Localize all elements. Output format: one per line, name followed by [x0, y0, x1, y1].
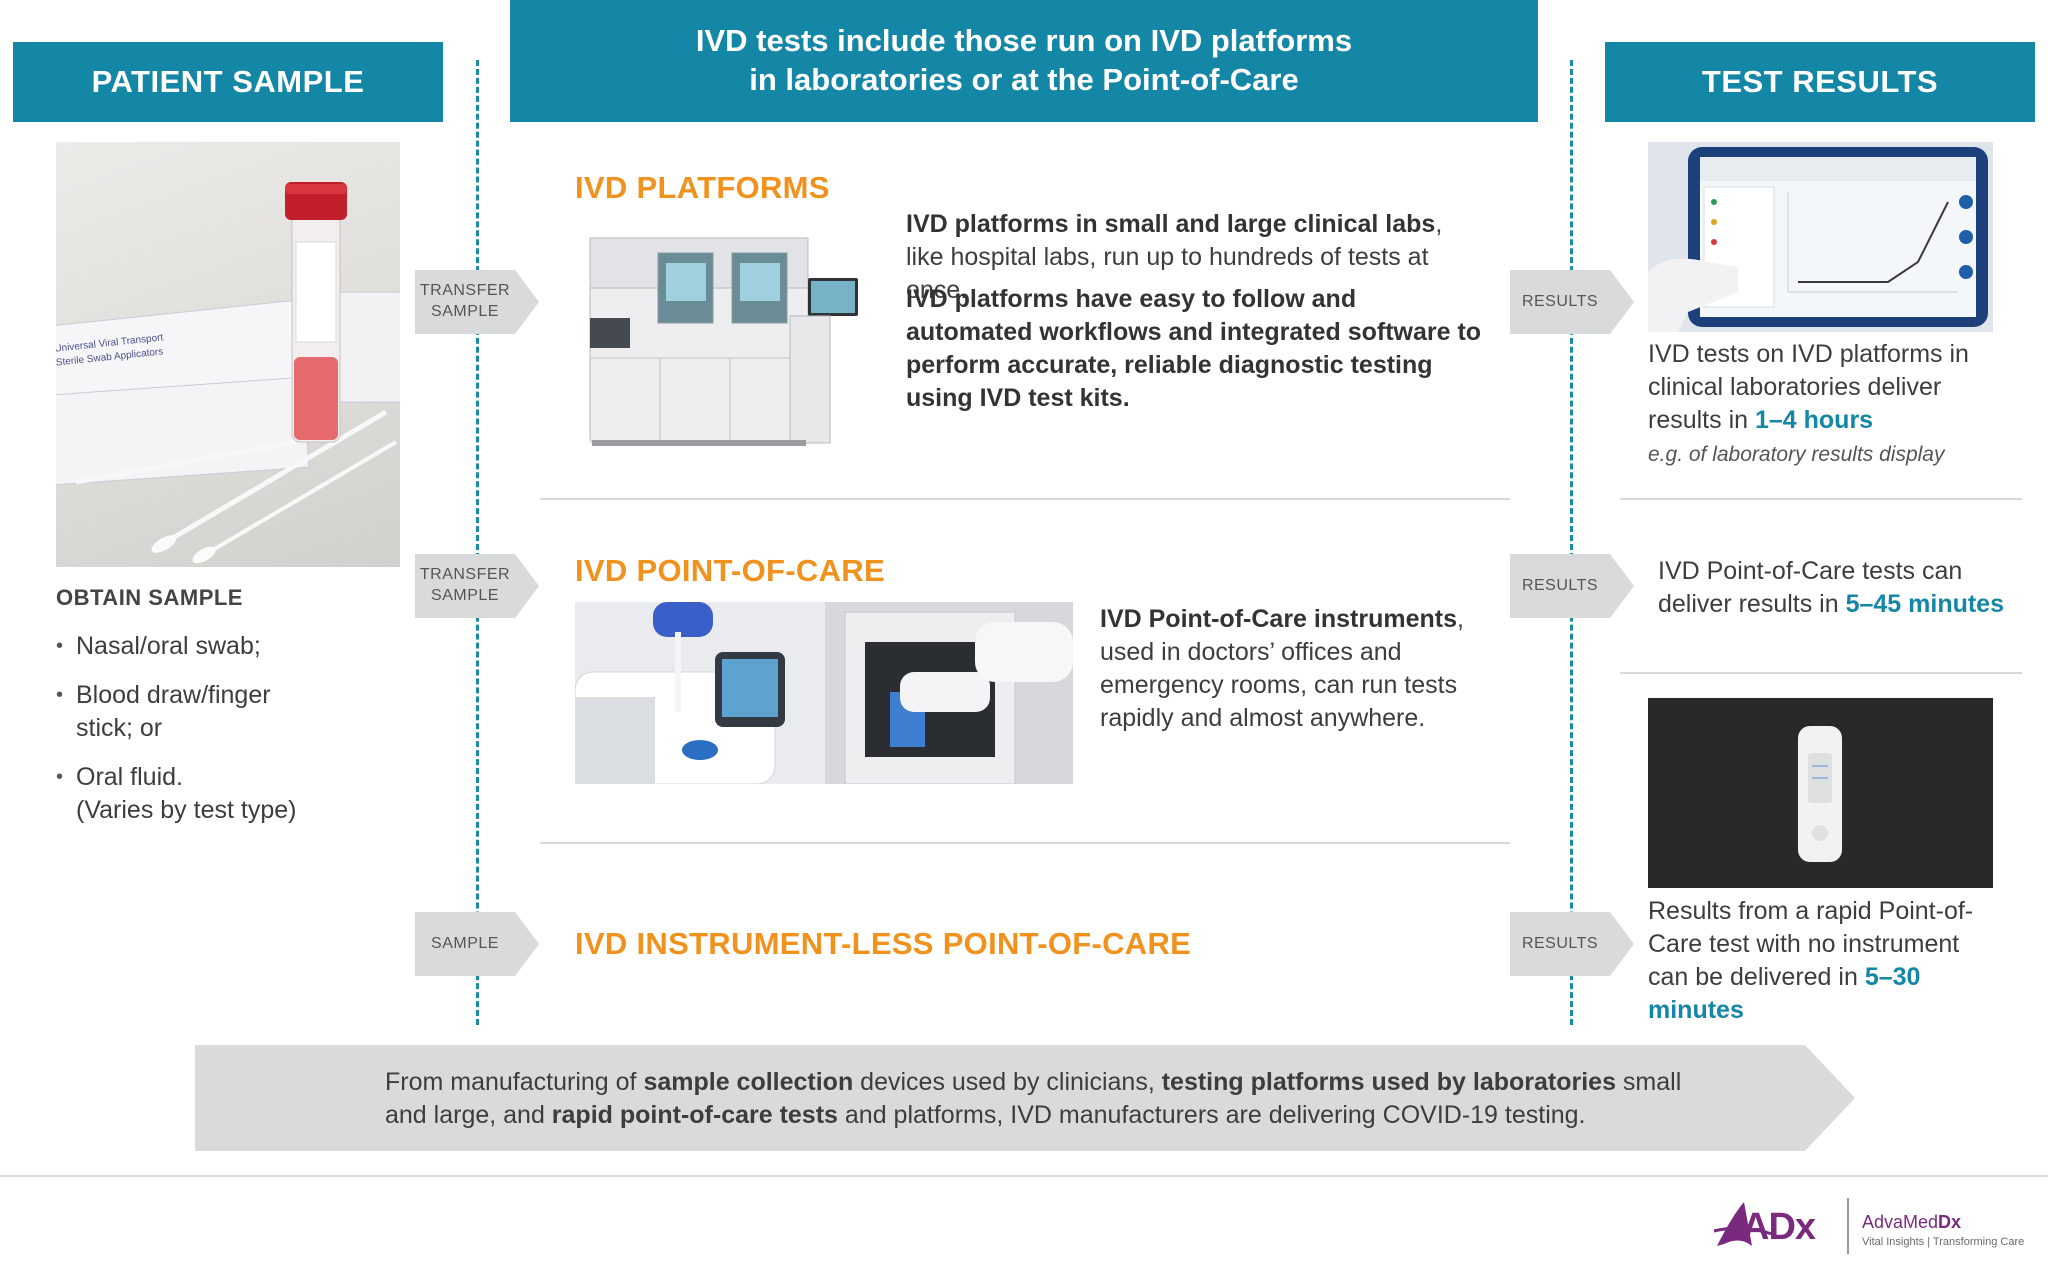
poc-instrument-photo-1	[575, 602, 825, 784]
poc-analyzer-illustration	[575, 602, 825, 784]
right-divider-2	[1620, 672, 2022, 674]
result-1-highlight: 1–4 hours	[1754, 406, 1874, 434]
list-item: Oral fluid. (Varies by test type)	[56, 761, 356, 827]
center-header-line-2: in laboratories or at the Point-of-Care	[749, 62, 1299, 97]
ivd-platforms-title: IVD PLATFORMS	[575, 170, 830, 205]
platforms-description-2: IVD platforms have easy to follow and au…	[906, 283, 1486, 415]
logo-tagline: Vital Insights | Transforming Care	[1862, 1236, 2025, 1248]
list-item: Nasal/oral swab;	[56, 630, 356, 663]
poc-cartridge-illustration	[825, 602, 1073, 784]
result-3-highlight: 5–30 minutes	[1648, 963, 1921, 1024]
banner-text-bold: testing platforms used by laboratories	[1161, 1068, 1616, 1096]
lab-platform-photo	[580, 218, 870, 450]
transfer-sample-tag-2: TRANSFER SAMPLE	[415, 554, 539, 618]
footer-divider	[0, 1175, 2048, 1177]
test-results-header-text: TEST RESULTS	[1701, 63, 1939, 99]
sample-kit-illustration: Universal Viral Transport Sterile Swab A…	[56, 182, 400, 564]
rapid-test-cassette-illustration	[1648, 698, 1993, 888]
results-tag-2: RESULTS	[1510, 554, 1634, 618]
tablet-display-illustration	[1648, 142, 1993, 332]
list-item-text: Nasal/oral swab;	[76, 632, 261, 660]
ivd-instrument-less-title: IVD INSTRUMENT-LESS POINT-OF-CARE	[575, 926, 1192, 961]
banner-text-part: devices used by clinicians,	[853, 1068, 1162, 1096]
list-item-text: (Varies by test type)	[76, 796, 297, 824]
banner-text-bold: sample collection	[643, 1068, 854, 1096]
lab-results-display-photo	[1648, 142, 1993, 332]
list-item: Blood draw/finger stick; or	[56, 679, 316, 745]
results-tag-3: RESULTS	[1510, 912, 1634, 976]
result-3-body: Results from a rapid Point-of-Care test …	[1648, 897, 1974, 991]
list-item-text: Blood draw/finger stick; or	[76, 681, 271, 742]
tag-label: SAMPLE	[431, 934, 499, 952]
result-2-body: IVD Point-of-Care tests can deliver resu…	[1658, 557, 1963, 618]
tag-label: RESULTS	[1521, 576, 1599, 594]
tag-label: SAMPLE	[431, 303, 499, 320]
ivd-poc-title: IVD POINT-OF-CARE	[575, 553, 885, 588]
center-header-line-1: IVD tests include those run on IVD platf…	[695, 23, 1353, 59]
tag-label: SAMPLE	[431, 587, 499, 604]
result-1-body: IVD tests on IVD platforms in clinical l…	[1648, 340, 1969, 434]
banner-text-part: small and large, and	[385, 1068, 1682, 1129]
sample-methods-list: Nasal/oral swab; Blood draw/finger stick…	[56, 630, 356, 843]
tag-label: RESULTS	[1521, 934, 1599, 952]
banner-arrow-shape	[195, 1045, 1855, 1151]
results-tag-1: RESULTS	[1510, 270, 1634, 334]
test-results-header: TEST RESULTS	[1605, 42, 2035, 122]
poc-description-bold: IVD Point-of-Care instruments	[1100, 605, 1457, 633]
poc-instrument-photo-2	[825, 602, 1073, 784]
bottom-banner: From manufacturing of sample collection …	[195, 1045, 1855, 1151]
advameddx-logo: ADx AdvaMedDx Vital Insights | Transform…	[1712, 1196, 2032, 1256]
list-item-text: Oral fluid.	[76, 763, 183, 791]
result-1-caption: e.g. of laboratory results display	[1648, 443, 1945, 466]
patient-sample-header: PATIENT SAMPLE	[13, 42, 443, 122]
patient-sample-header-text: PATIENT SAMPLE	[91, 63, 365, 99]
result-1-text: IVD tests on IVD platforms in clinical l…	[1648, 338, 1988, 437]
poc-description: IVD Point-of-Care instruments, used in d…	[1100, 603, 1490, 735]
banner-text-part: From manufacturing of	[385, 1068, 644, 1096]
transfer-sample-tag-1: TRANSFER SAMPLE	[415, 270, 539, 334]
center-divider-2	[540, 842, 1510, 844]
sample-kit-photo: Universal Viral Transport Sterile Swab A…	[56, 142, 400, 567]
right-dashed-divider	[1570, 60, 1573, 1025]
platforms-description-2-bold: IVD platforms have easy to follow and au…	[906, 285, 1482, 412]
result-2-text: IVD Point-of-Care tests can deliver resu…	[1658, 555, 2028, 621]
sample-tag: SAMPLE	[415, 912, 539, 976]
adx-mark-text: ADx	[1742, 1206, 1816, 1248]
platforms-description-1-rest: , like hospital labs, run up to hundreds…	[906, 210, 1443, 304]
lab-analyzer-illustration	[589, 237, 858, 446]
logo-separator	[1847, 1198, 1849, 1254]
tag-label: RESULTS	[1521, 292, 1599, 310]
banner-text-part: and platforms, IVD manufacturers are del…	[837, 1101, 1586, 1129]
logo-name-plain: AdvaMed	[1862, 1212, 1939, 1232]
obtain-sample-title: OBTAIN SAMPLE	[56, 585, 243, 610]
tag-label: TRANSFER	[419, 282, 511, 300]
adx-mark-icon	[1713, 1202, 1773, 1246]
tag-label: TRANSFER	[419, 566, 511, 584]
platforms-description-1: IVD platforms in small and large clinica…	[906, 208, 1486, 307]
left-dashed-divider	[476, 60, 479, 1025]
result-2-highlight: 5–45 minutes	[1845, 590, 2004, 618]
banner-text: From manufacturing of sample collection …	[385, 1066, 1705, 1132]
rapid-test-photo	[1648, 698, 1993, 888]
poc-description-rest: , used in doctors’ offices and emergency…	[1100, 605, 1464, 732]
logo-wordmark: AdvaMedDx	[1862, 1212, 1961, 1233]
platforms-description-1-bold: IVD platforms in small and large clinica…	[906, 210, 1436, 238]
right-divider-1	[1620, 498, 2022, 500]
banner-text-bold: rapid point-of-care tests	[551, 1101, 838, 1129]
result-3-text: Results from a rapid Point-of-Care test …	[1648, 895, 1988, 1027]
center-header: IVD tests include those run on IVD platf…	[510, 0, 1538, 122]
logo-name-bold: Dx	[1938, 1212, 1962, 1232]
center-divider-1	[540, 498, 1510, 500]
